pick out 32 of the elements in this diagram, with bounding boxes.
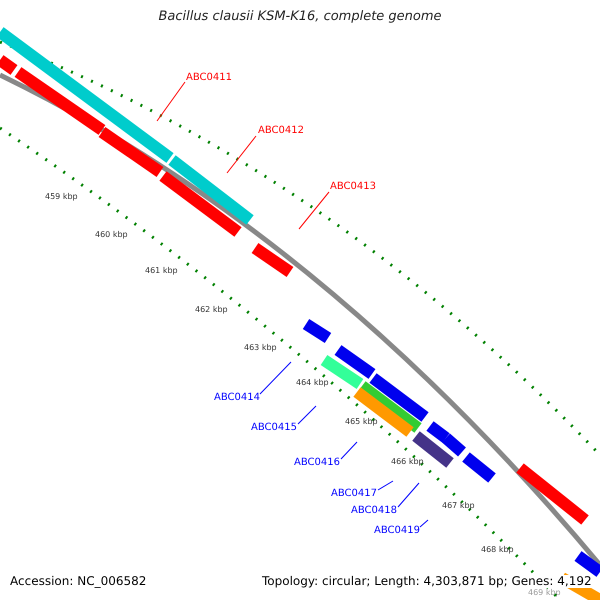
gene-label: ABC0415: [251, 422, 297, 433]
leader-line: [340, 442, 358, 460]
gene-label: ABC0418: [351, 505, 397, 516]
info-text: Topology: circular; Length: 4,303,871 bp; Genes: 4,192: [262, 575, 592, 588]
position-label: 463 kbp: [244, 344, 277, 353]
position-label: 467 kbp: [442, 502, 475, 511]
gene-label: ABC0411: [186, 72, 232, 83]
leader-line: [298, 192, 330, 230]
position-label: 466 kbp: [391, 458, 424, 467]
gene-label: ABC0413: [330, 181, 376, 192]
leader-line: [260, 362, 292, 394]
position-label: 459 kbp: [45, 193, 78, 202]
position-label: 468 kbp: [481, 546, 514, 555]
gene-label: ABC0414: [214, 392, 260, 403]
gene-label: ABC0417: [331, 488, 377, 499]
leader-line: [226, 136, 256, 174]
leader-line: [378, 480, 394, 490]
leader-line: [156, 82, 186, 122]
position-label: 460 kbp: [95, 231, 128, 240]
position-label: 469 kbp: [528, 589, 561, 598]
gene-label: ABC0416: [294, 457, 340, 468]
position-label: 461 kbp: [145, 267, 178, 276]
leader-line: [398, 482, 420, 508]
gene-label: ABC0419: [374, 525, 420, 536]
leader-line: [420, 520, 428, 528]
position-label: 465 kbp: [345, 418, 378, 427]
gene-label: ABC0412: [258, 125, 304, 136]
position-label: 464 kbp: [296, 379, 329, 388]
position-label: 462 kbp: [195, 306, 228, 315]
info-text: Accession: NC_006582: [10, 575, 146, 588]
title: Bacillus clausii KSM-K16, complete genome: [157, 10, 443, 24]
leader-line: [298, 406, 316, 424]
